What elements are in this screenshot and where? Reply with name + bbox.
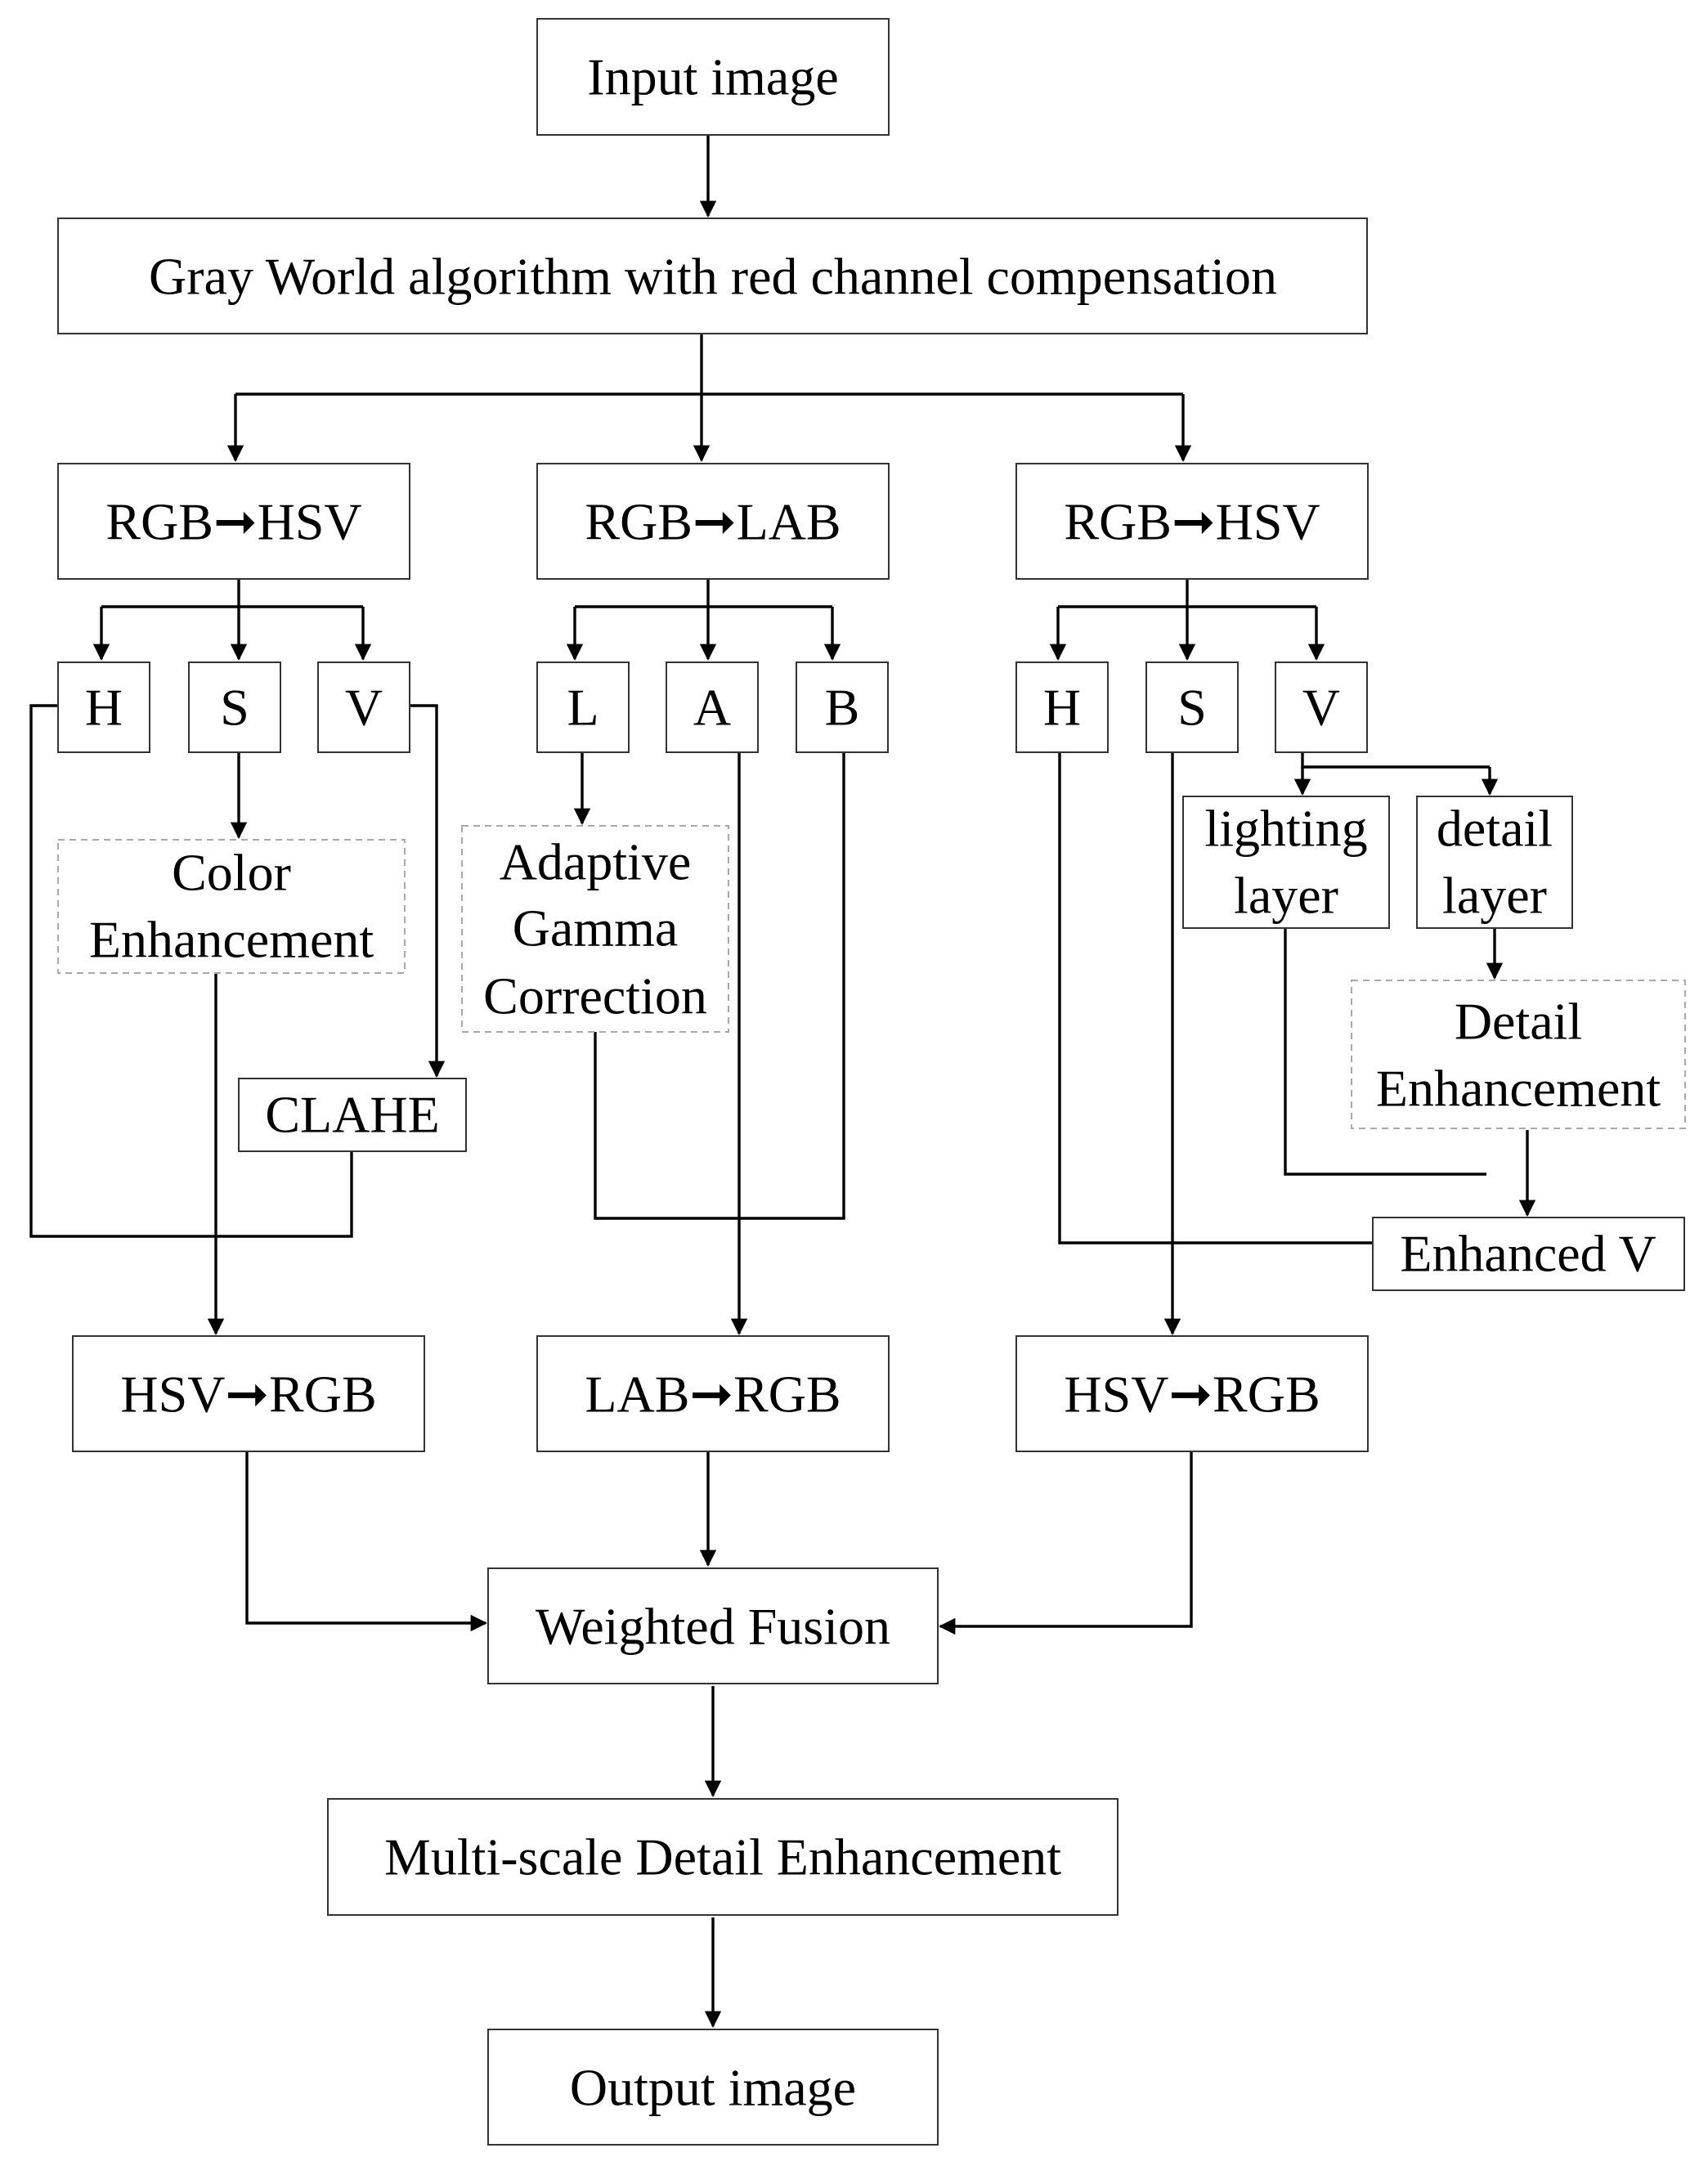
rgb-hsv-right-label: RGB➞HSV	[1064, 493, 1320, 551]
v-left-label: V	[345, 679, 383, 737]
enhanced-v-label: Enhanced V	[1400, 1225, 1656, 1283]
b-channel-label: B	[825, 679, 860, 737]
connectors	[29, 135, 1536, 2029]
node-v-right: V	[1275, 661, 1368, 753]
node-a-channel: A	[666, 661, 759, 753]
edge-hsv-rgb-left-to-fusion	[245, 1451, 488, 1632]
detail-layer-label-line1: detail	[1437, 800, 1553, 858]
gamma-label-line3: Correction	[483, 967, 707, 1025]
edge-lab-split	[575, 576, 832, 608]
a-channel-label: A	[693, 679, 731, 737]
v-right-label: V	[1302, 679, 1340, 737]
clahe-label: CLAHE	[265, 1086, 439, 1144]
node-rgb-hsv-right: RGB➞HSV	[1015, 463, 1369, 580]
detail-enhancement-label-line2: Enhancement	[1376, 1060, 1661, 1118]
s-right-label: S	[1177, 679, 1207, 737]
output-image-label: Output image	[570, 2059, 856, 2117]
detail-layer-label-line2: layer	[1442, 867, 1547, 925]
node-detail-layer: detail layer	[1416, 796, 1573, 929]
node-hsv-rgb-left: HSV➞RGB	[72, 1335, 425, 1452]
multiscale-label: Multi-scale Detail Enhancement	[384, 1828, 1061, 1886]
edge-hsv-rgb-right-to-fusion	[938, 1451, 1193, 1635]
h-left-label: H	[85, 679, 123, 737]
weighted-fusion-label: Weighted Fusion	[536, 1598, 890, 1656]
node-multiscale-detail-enhancement: Multi-scale Detail Enhancement	[327, 1798, 1118, 1916]
node-h-left: H	[57, 661, 150, 753]
node-adaptive-gamma-correction: Adaptive Gamma Correction	[461, 825, 729, 1033]
input-image-label: Input image	[587, 48, 838, 106]
edge-h-clahe-merge	[29, 704, 353, 1238]
edge-v-right-split	[1301, 752, 1490, 769]
s-left-label: S	[220, 679, 249, 737]
rgb-hsv-left-label: RGB➞HSV	[105, 493, 361, 551]
node-weighted-fusion: Weighted Fusion	[487, 1567, 939, 1684]
rgb-lab-label: RGB➞LAB	[585, 493, 841, 551]
edge-lighting-to-enhanced-v	[1284, 928, 1486, 1176]
h-right-label: H	[1043, 679, 1081, 737]
node-output-image: Output image	[487, 2029, 939, 2146]
l-channel-label: L	[567, 679, 598, 737]
node-l-channel: L	[536, 661, 630, 753]
lighting-layer-label-line2: layer	[1234, 867, 1338, 925]
node-v-left: V	[317, 661, 410, 753]
node-s-left: S	[188, 661, 281, 753]
node-input-image: Input image	[536, 18, 890, 136]
edge-gamma-b-merge	[594, 752, 845, 1220]
hsv-rgb-right-label: HSV➞RGB	[1064, 1366, 1320, 1424]
node-s-right: S	[1145, 661, 1239, 753]
gray-world-label: Gray World algorithm with red channel co…	[149, 248, 1277, 306]
node-color-enhancement: Color Enhancement	[57, 839, 406, 974]
node-lab-rgb: LAB➞RGB	[536, 1335, 890, 1452]
node-hsv-rgb-right: HSV➞RGB	[1015, 1335, 1369, 1452]
node-gray-world: Gray World algorithm with red channel co…	[57, 217, 1368, 334]
gamma-label-line2: Gamma	[513, 899, 679, 957]
color-enhancement-label-line1: Color	[172, 844, 291, 902]
node-rgb-hsv-left: RGB➞HSV	[57, 463, 410, 580]
node-rgb-lab: RGB➞LAB	[536, 463, 890, 580]
edge-v-to-clahe	[409, 704, 446, 1079]
edge-hsv-right-split	[1058, 576, 1316, 608]
lighting-layer-label-line1: lighting	[1204, 800, 1367, 858]
node-lighting-layer: lighting layer	[1182, 796, 1390, 929]
color-enhancement-label-line2: Enhancement	[89, 911, 374, 969]
gamma-label-line1: Adaptive	[500, 833, 692, 891]
edge-hsv-left-split	[101, 576, 363, 608]
hsv-rgb-left-label: HSV➞RGB	[120, 1366, 376, 1424]
lab-rgb-label: LAB➞RGB	[585, 1366, 841, 1424]
node-enhanced-v: Enhanced V	[1372, 1217, 1685, 1291]
node-h-right: H	[1015, 661, 1109, 753]
node-detail-enhancement: Detail Enhancement	[1351, 980, 1686, 1129]
detail-enhancement-label-line1: Detail	[1455, 993, 1582, 1051]
edge-h-right-to-enhanced-v	[1058, 752, 1373, 1244]
node-clahe: CLAHE	[238, 1078, 467, 1152]
node-b-channel: B	[796, 661, 889, 753]
